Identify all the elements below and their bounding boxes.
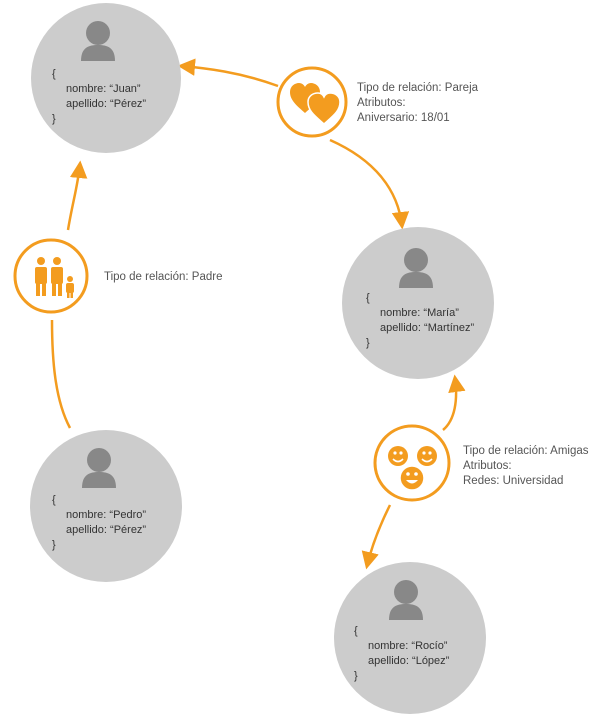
brace-open: { [366,292,370,304]
brace-close: } [52,539,56,551]
hearts-icon [290,83,341,126]
relation-type: Tipo de relación: Padre [104,271,223,283]
smileys-icon [388,446,437,491]
apellido-field: apellido: “Pérez” [66,524,147,536]
edge-pareja-to-juan [177,58,279,88]
relation-padre [13,238,89,314]
nombre-field: nombre: “María” [380,307,459,319]
relation-amigas-label: Tipo de relación: Amigas Atributos: Rede… [463,444,589,489]
apellido-field: apellido: “Martínez” [380,322,475,334]
edge-amigas-to-maria [442,374,466,431]
relation-padre-label: Tipo de relación: Padre [104,270,222,285]
edge-padre-to-juan [66,160,88,231]
node-rocio [334,562,486,714]
node-pedro [30,430,182,582]
node-juan [31,3,181,153]
relation-attribute: Aniversario: 18/01 [357,112,450,124]
brace-close: } [354,670,358,682]
nombre-field: nombre: “Juan” [66,83,141,95]
brace-close: } [366,337,370,349]
person-icon [81,21,115,61]
relation-pareja [276,66,348,138]
relation-amigas [373,424,451,502]
person-icon [82,448,116,488]
relation-type: Tipo de relación: Amigas [463,445,589,457]
nombre-field: nombre: “Rocío” [368,640,448,652]
apellido-field: apellido: “López” [368,655,450,667]
relation-attribute: Redes: Universidad [463,475,564,487]
brace-open: { [52,68,56,80]
relation-pareja-label: Tipo de relación: Pareja Atributos: Aniv… [357,81,478,126]
node-rocio-data: { nombre: “Rocío” apellido: “López” } [354,624,449,684]
node-pedro-data: { nombre: “Pedro” apellido: “Pérez” } [52,493,146,553]
node-maria-data: { nombre: “María” apellido: “Martínez” } [366,291,474,351]
edge-pedro-to-padre [50,319,72,429]
brace-open: { [52,494,56,506]
relation-type: Tipo de relación: Pareja [357,82,479,94]
brace-open: { [354,625,358,637]
brace-close: } [52,113,56,125]
edge-amigas-to-rocio [361,504,392,570]
nombre-field: nombre: “Pedro” [66,509,147,521]
edge-pareja-from-start [329,138,410,230]
person-icon [389,580,423,620]
relation-attributes-heading: Atributos: [357,97,406,109]
relation-attributes-heading: Atributos: [463,460,512,472]
node-maria [342,227,494,379]
person-icon [399,248,433,288]
node-juan-data: { nombre: “Juan” apellido: “Pérez” } [52,67,146,127]
apellido-field: apellido: “Pérez” [66,98,147,110]
family-icon [35,257,74,298]
